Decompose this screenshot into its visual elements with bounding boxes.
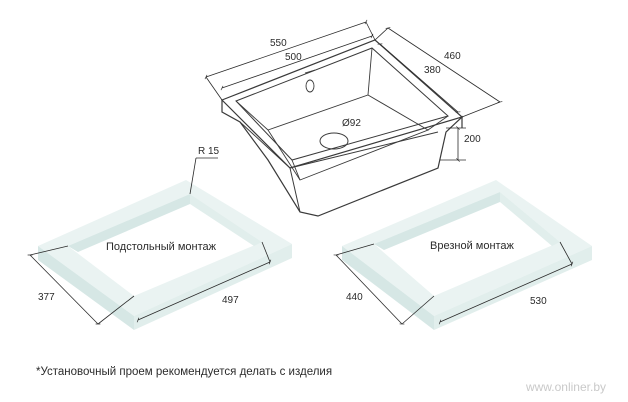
inset-cutout	[374, 192, 560, 296]
dim-label-530: 530	[530, 296, 547, 307]
drain-diameter-label: Ø92	[342, 118, 361, 129]
installation-footnote: *Установочный проем рекомендуется делать…	[36, 366, 333, 378]
dim-line-530	[438, 261, 574, 325]
undermount-countertop	[38, 180, 292, 330]
sink-dimensions	[204, 19, 503, 162]
ext-460-b	[461, 101, 501, 118]
inset-countertop	[342, 180, 592, 330]
sink-body	[221, 100, 463, 217]
ext-440-b	[401, 295, 435, 325]
dim-label-460: 460	[444, 51, 461, 62]
watermark: www.onliner.by	[525, 380, 606, 394]
undermount-cutout-wall-side	[190, 194, 262, 246]
undermount-cutout-wall	[68, 194, 190, 252]
ext-530-b	[559, 241, 573, 265]
undermount-title: Подстольный монтаж	[106, 241, 217, 253]
ext-460-a	[374, 27, 389, 41]
inset-dimensions	[333, 241, 574, 325]
undermount-dimensions	[27, 157, 272, 325]
sink-dimension-labels: 550 500 460 380 200	[270, 38, 481, 145]
ext-377-b	[97, 295, 135, 325]
ext-550-b	[365, 21, 376, 41]
sink-body-front	[239, 121, 439, 213]
dim-label-497: 497	[222, 295, 239, 306]
inset-title: Врезной монтаж	[430, 240, 515, 252]
ext-550-a	[205, 76, 223, 101]
ext-377-a	[29, 245, 69, 256]
dim-label-200: 200	[464, 134, 481, 145]
undermount-cutout	[68, 194, 262, 296]
dim-line-377	[27, 254, 101, 325]
inset-labels: Врезной монтаж 440 530	[346, 240, 547, 307]
drain-hole	[319, 132, 349, 150]
undermount-radius-label: R 15	[198, 146, 220, 157]
dim-label-440: 440	[346, 292, 363, 303]
dim-label-377: 377	[38, 292, 55, 303]
dim-line-500	[220, 33, 374, 91]
dim-line-497	[136, 259, 272, 323]
ext-497-b	[261, 241, 271, 263]
dim-label-500: 500	[285, 52, 302, 63]
inset-cutout-wall	[374, 192, 500, 250]
dim-line-440	[333, 254, 405, 325]
dim-label-380: 380	[424, 65, 441, 76]
dim-line-380	[377, 43, 461, 113]
undermount-labels: Подстольный монтаж R 15 377 497	[38, 146, 239, 306]
inset-cutout-wall-side	[500, 192, 560, 246]
ext-440-a	[335, 243, 375, 256]
dim-label-550: 550	[270, 38, 287, 49]
radius-leader	[189, 157, 197, 195]
